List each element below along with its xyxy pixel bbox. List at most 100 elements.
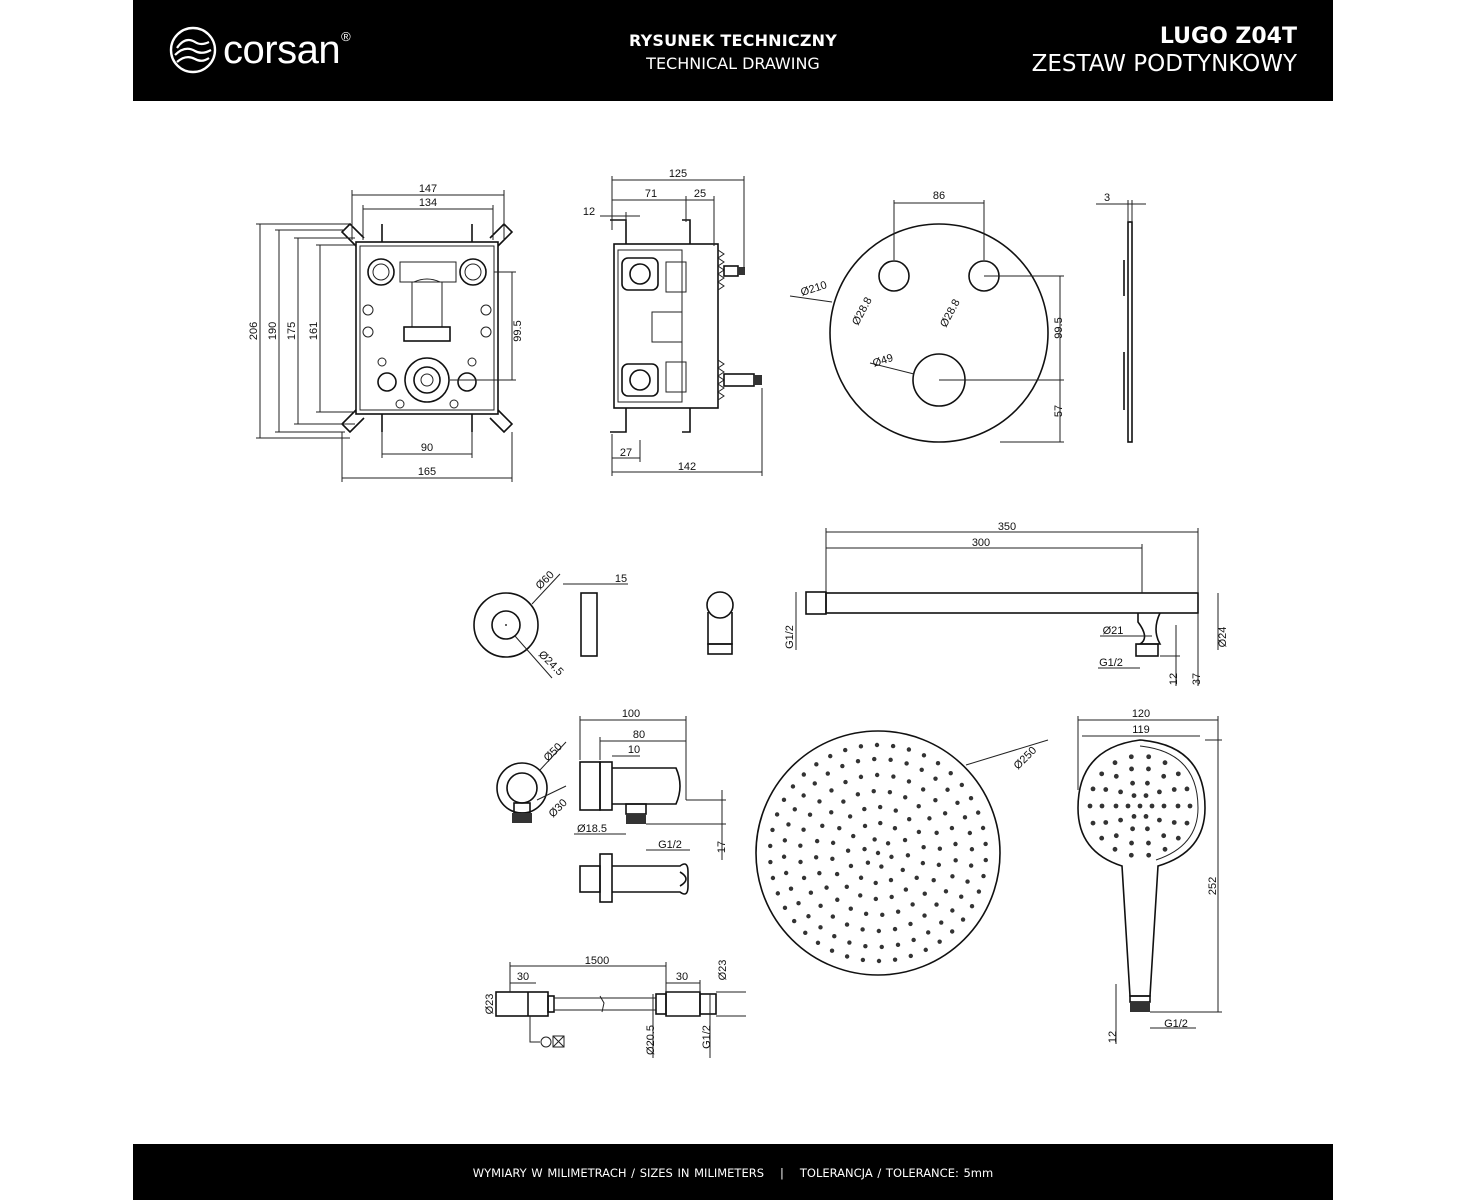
nozzle-dot (1128, 852, 1134, 858)
dim-label: 30 (676, 971, 688, 983)
nozzle-dot (927, 816, 932, 821)
nozzle-dot (1099, 771, 1105, 777)
nozzle-dot (937, 939, 942, 944)
dim-label: 100 (622, 708, 640, 720)
nozzle-dot (955, 800, 960, 805)
nozzle-dot (829, 948, 835, 953)
nozzle-dot (863, 911, 869, 917)
dim-label: 142 (678, 461, 696, 473)
nozzle-dot (829, 788, 834, 793)
nozzle-dot (983, 857, 988, 863)
nozzle-dot (1161, 773, 1167, 779)
nozzle-dot (770, 875, 776, 881)
dim-label: 17 (716, 841, 728, 853)
dim-label: 99.5 (512, 320, 524, 341)
nozzle-dot (916, 804, 921, 809)
nozzle-dot (860, 927, 865, 932)
nozzle-dot (1118, 789, 1123, 795)
nozzle-dot (887, 789, 893, 795)
nozzle-dot (888, 877, 894, 883)
dim-label: 120 (1132, 708, 1150, 720)
nozzle-dot (783, 870, 789, 876)
nozzle-dot (874, 772, 880, 778)
nozzle-dot (1090, 786, 1096, 792)
nozzle-dot (968, 795, 974, 801)
nozzle-dots (768, 742, 988, 964)
nozzle-dot (1130, 826, 1135, 832)
dim-label: 165 (418, 466, 436, 478)
cover-plate-side-view: 3 (1096, 192, 1146, 443)
nozzle-dot (865, 860, 871, 865)
nozzle-dot (926, 930, 931, 935)
nozzle-dot (770, 827, 775, 833)
dim-label: 12 (583, 206, 595, 218)
dim-label: Ø24.5 (536, 649, 566, 679)
dim-label: Ø23 (484, 994, 496, 1015)
nozzle-dot (873, 880, 878, 886)
nozzle-dot (920, 860, 926, 866)
nozzle-dot (862, 846, 867, 852)
dim-label: Ø24 (1217, 627, 1229, 648)
dim-label: 37 (1191, 673, 1203, 685)
nozzle-dot (1099, 835, 1105, 841)
nozzle-dot (1113, 803, 1119, 809)
nozzle-dot (814, 838, 820, 844)
rain-shower-head-view: Ø250 (755, 730, 1049, 976)
nozzle-dot (791, 918, 797, 924)
nozzle-dot (812, 781, 817, 786)
nozzle-dot (815, 940, 821, 945)
nozzle-dot (891, 774, 896, 779)
nozzle-dot (807, 812, 813, 817)
nozzle-dot (907, 817, 912, 822)
dim-label: Ø30 (547, 797, 570, 820)
doc-type-pl: RYSUNEK TECHNICZNY (628, 31, 838, 50)
dim-label: Ø49 (871, 352, 894, 370)
dim-label: Ø18.5 (577, 823, 607, 835)
dim-label: G1/2 (1164, 1018, 1188, 1030)
nozzle-dot (904, 761, 909, 766)
nozzle-dot (1157, 789, 1162, 795)
nozzle-dot (825, 771, 830, 776)
footer-note: WYMIARY W MILIMETRACH / SIZES IN MILIMET… (133, 1166, 1333, 1180)
nozzle-dot (858, 774, 864, 780)
nozzle-dot (801, 875, 807, 881)
nozzle-dot (1187, 803, 1193, 809)
nozzle-dot (921, 844, 926, 850)
nozzle-dot (845, 848, 851, 853)
dim-label: 30 (517, 971, 529, 983)
dim-label: 86 (933, 190, 945, 202)
nozzle-dot (1137, 803, 1143, 809)
nozzle-dot (830, 914, 836, 919)
nozzle-dot (808, 890, 814, 895)
nozzle-dot (1143, 793, 1149, 799)
nozzle-dot (832, 934, 837, 939)
nozzle-dot (876, 958, 882, 964)
nozzle-dot (774, 812, 780, 817)
nozzle-dot (1131, 813, 1137, 819)
nozzle-dot (872, 837, 877, 842)
nozzle-dot (1103, 820, 1109, 825)
nozzle-dot (798, 859, 803, 865)
nozzle-dot (1113, 773, 1119, 779)
nozzle-dot (851, 833, 856, 839)
wave-logo-icon (169, 26, 217, 74)
nozzle-dot (934, 830, 939, 836)
nozzle-dot (768, 859, 773, 865)
nozzle-dot (962, 815, 968, 820)
nozzle-dot (879, 944, 884, 950)
dim-label: 12 (1168, 673, 1180, 685)
nozzle-dot (1149, 803, 1155, 809)
nozzle-dot (953, 858, 958, 863)
nozzle-dot (768, 843, 773, 849)
nozzle-dot (922, 891, 927, 896)
nozzle-dot (908, 953, 913, 959)
nozzle-dot (848, 906, 853, 911)
nozzle-dot (788, 886, 794, 891)
dim-label: 80 (633, 729, 645, 741)
nozzle-dot (835, 897, 840, 902)
nozzle-dot (880, 912, 885, 918)
nozzle-dot (792, 807, 797, 812)
nozzle-dot (817, 870, 822, 876)
nozzle-dot (817, 799, 822, 804)
dim-label: 12 (1107, 1031, 1119, 1043)
